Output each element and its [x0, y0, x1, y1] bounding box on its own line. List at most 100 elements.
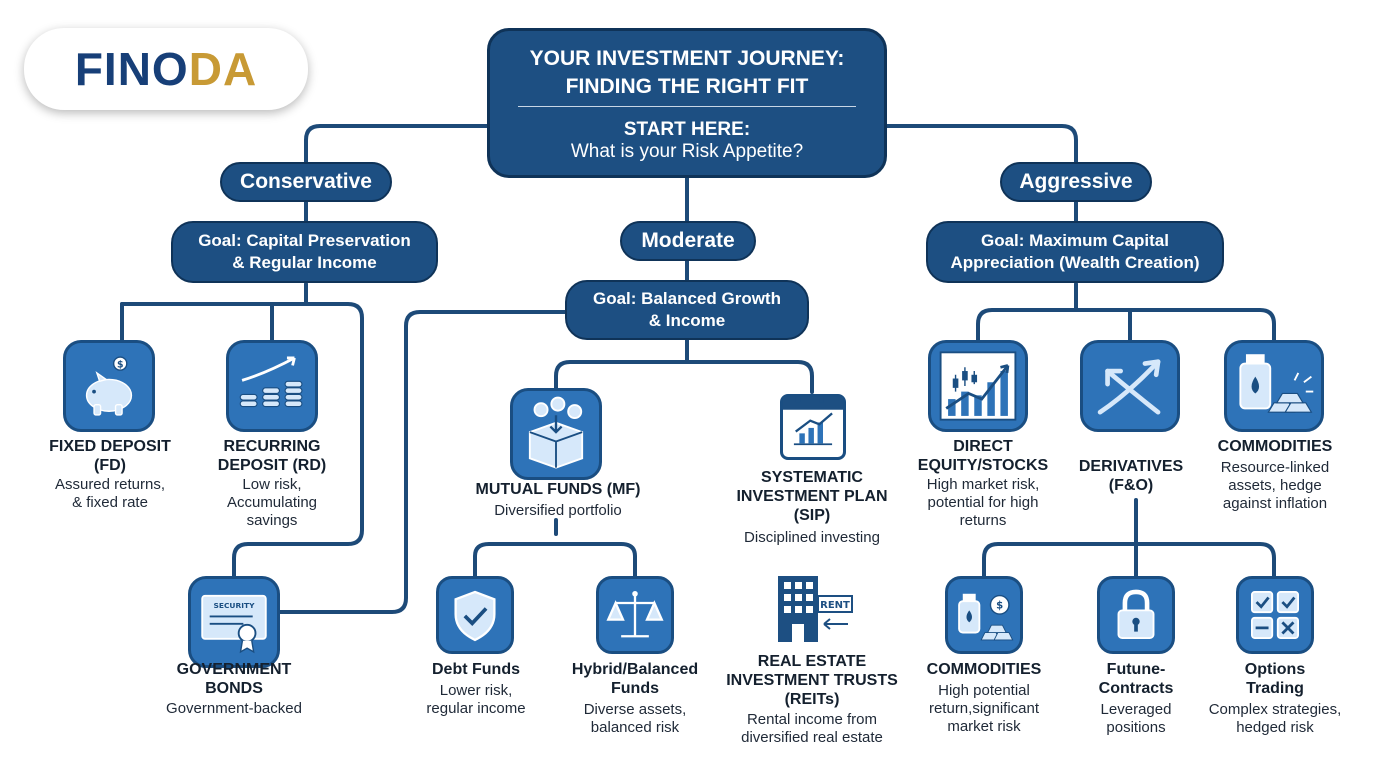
node-debt-funds: Debt Funds Lower risk, regular income — [396, 660, 556, 718]
title-line-1: YOUR INVESTMENT JOURNEY: — [529, 47, 845, 70]
rent-sign-text: RENT — [820, 600, 850, 611]
goal-moderate-line-1: Goal: Balanced Growth — [593, 289, 781, 308]
options-name-1: Options — [1244, 661, 1306, 678]
commodities-top-name-1: COMMODITIES — [1217, 438, 1333, 455]
calendar-chart-icon — [780, 394, 846, 460]
goal-aggressive-line-2: Appreciation (Wealth Creation) — [950, 253, 1200, 272]
options-name-2: Trading — [1246, 680, 1304, 697]
sip-name-1: SYSTEMATIC — [761, 469, 863, 486]
node-mutual-funds: MUTUAL FUNDS (MF) Diversified portfolio — [448, 480, 668, 520]
title-line-2: FINDING THE RIGHT FIT — [565, 75, 809, 98]
node-reits: REAL ESTATE INVESTMENT TRUSTS (REITs) Re… — [702, 652, 922, 747]
svg-text:$: $ — [996, 601, 1003, 612]
candlestick-chart-icon — [928, 340, 1028, 432]
equity-desc-3: returns — [959, 512, 1007, 529]
hybrid-name-2: Funds — [611, 680, 659, 697]
debt-desc-2: regular income — [426, 700, 526, 717]
sip-name-2: INVESTMENT PLAN — [736, 488, 888, 505]
logo-text-gold: DA — [188, 43, 258, 95]
options-desc-2: hedged risk — [1236, 719, 1314, 736]
bonds-name-1: GOVERNMENT — [176, 661, 292, 678]
risk-appetite-question: What is your Risk Appetite? — [570, 141, 804, 162]
title-divider — [518, 106, 856, 107]
level-aggressive-label: Aggressive — [1019, 170, 1133, 193]
commodities-coin-icon: $ — [945, 576, 1023, 654]
node-sip: SYSTEMATIC INVESTMENT PLAN (SIP) Discipl… — [712, 468, 912, 547]
level-conservative-label: Conservative — [240, 170, 372, 193]
goal-conservative: Goal: Capital Preservation & Regular Inc… — [171, 221, 438, 283]
rd-name-1: RECURRING — [223, 438, 321, 455]
commodities-sub-desc-3: market risk — [947, 718, 1021, 735]
commodities-sub-name-1: COMMODITIES — [926, 661, 1042, 678]
equity-name-2: EQUITY/STOCKS — [917, 457, 1049, 474]
node-options-trading: Options Trading Complex strategies, hedg… — [1196, 660, 1354, 737]
goal-moderate: Goal: Balanced Growth & Income — [565, 280, 809, 340]
security-icon-text: SECURITY — [213, 601, 255, 610]
node-commodities-sub: COMMODITIES High potential return,signif… — [904, 660, 1064, 736]
rd-desc-1: Low risk, — [242, 476, 302, 493]
start-here-label: START HERE: — [623, 119, 751, 140]
debt-name-1: Debt Funds — [432, 661, 520, 678]
goal-aggressive-line-1: Goal: Maximum Capital — [981, 231, 1169, 250]
reits-desc-2: diversified real estate — [741, 729, 883, 746]
node-fixed-deposit: FIXED DEPOSIT (FD) Assured returns, & fi… — [26, 437, 194, 512]
options-grid-icon — [1236, 576, 1314, 654]
balance-scale-icon — [596, 576, 674, 654]
fd-name-1: FIXED DEPOSIT — [49, 438, 171, 455]
futures-name-1: Futune- — [1106, 661, 1166, 678]
piggy-bank-icon: $ — [63, 340, 155, 432]
futures-desc-1: Leveraged — [1100, 701, 1172, 718]
rd-desc-3: savings — [246, 512, 298, 529]
derivatives-name-1: DERIVATIVES — [1078, 458, 1184, 475]
fund-box-icon — [510, 388, 602, 480]
fd-desc-1: Assured returns, — [54, 476, 166, 493]
coin-stacks-icon — [226, 340, 318, 432]
sip-name-3: (SIP) — [793, 507, 831, 524]
goal-conservative-line-1: Goal: Capital Preservation — [198, 231, 411, 250]
rd-desc-2: Accumulating — [226, 494, 318, 511]
svg-text:$: $ — [117, 359, 124, 370]
level-moderate-label: Moderate — [641, 229, 735, 252]
hybrid-desc-2: balanced risk — [590, 719, 680, 736]
level-conservative[interactable]: Conservative — [220, 162, 392, 202]
level-aggressive[interactable]: Aggressive — [1000, 162, 1152, 202]
node-commodities-top: COMMODITIES Resource-linked assets, hedg… — [1188, 437, 1362, 513]
shield-check-icon — [436, 576, 514, 654]
bonds-desc-1: Government-backed — [166, 700, 302, 717]
reits-name-2: INVESTMENT TRUSTS — [726, 672, 898, 689]
commodities-sub-desc-1: High potential — [938, 682, 1030, 699]
futures-desc-2: positions — [1106, 719, 1166, 736]
derivatives-name-2: (F&O) — [1108, 477, 1154, 494]
oil-gold-icon — [1224, 340, 1324, 432]
crossing-arrows-icon — [1080, 340, 1180, 432]
logo-text-blue: FINO — [74, 43, 189, 95]
commodities-top-desc-1: Resource-linked — [1220, 459, 1330, 476]
reits-name-3: (REITs) — [784, 691, 840, 708]
hybrid-desc-1: Diverse assets, — [583, 701, 687, 718]
padlock-icon — [1097, 576, 1175, 654]
equity-desc-2: potential for high — [927, 494, 1039, 511]
goal-conservative-line-2: & Regular Income — [232, 253, 377, 272]
goal-aggressive: Goal: Maximum Capital Appreciation (Weal… — [926, 221, 1224, 283]
commodities-top-desc-2: assets, hedge — [1228, 477, 1322, 494]
node-derivatives: DERIVATIVES (F&O) — [1048, 457, 1214, 495]
reits-name-1: REAL ESTATE — [757, 653, 867, 670]
sip-desc-1: Disciplined investing — [744, 529, 880, 546]
fd-name-2: (FD) — [94, 457, 126, 474]
fd-desc-2: & fixed rate — [72, 494, 148, 511]
debt-desc-1: Lower risk, — [439, 682, 513, 699]
node-government-bonds: GOVERNMENT BONDS Government-backed — [140, 660, 328, 718]
mf-desc-1: Diversified portfolio — [494, 502, 622, 519]
mf-name-1: MUTUAL FUNDS (MF) — [475, 481, 641, 498]
node-direct-equity: DIRECT EQUITY/STOCKS High market risk, p… — [898, 437, 1068, 530]
equity-desc-1: High market risk, — [926, 476, 1040, 493]
node-futures-contracts: Futune- Contracts Leveraged positions — [1060, 660, 1212, 737]
building-rent-icon: RENT — [772, 572, 856, 644]
security-certificate-icon: SECURITY — [188, 576, 280, 668]
bonds-name-2: BONDS — [205, 680, 263, 697]
futures-name-2: Contracts — [1098, 680, 1174, 697]
level-moderate[interactable]: Moderate — [620, 221, 756, 261]
hybrid-name-1: Hybrid/Balanced — [571, 661, 699, 678]
